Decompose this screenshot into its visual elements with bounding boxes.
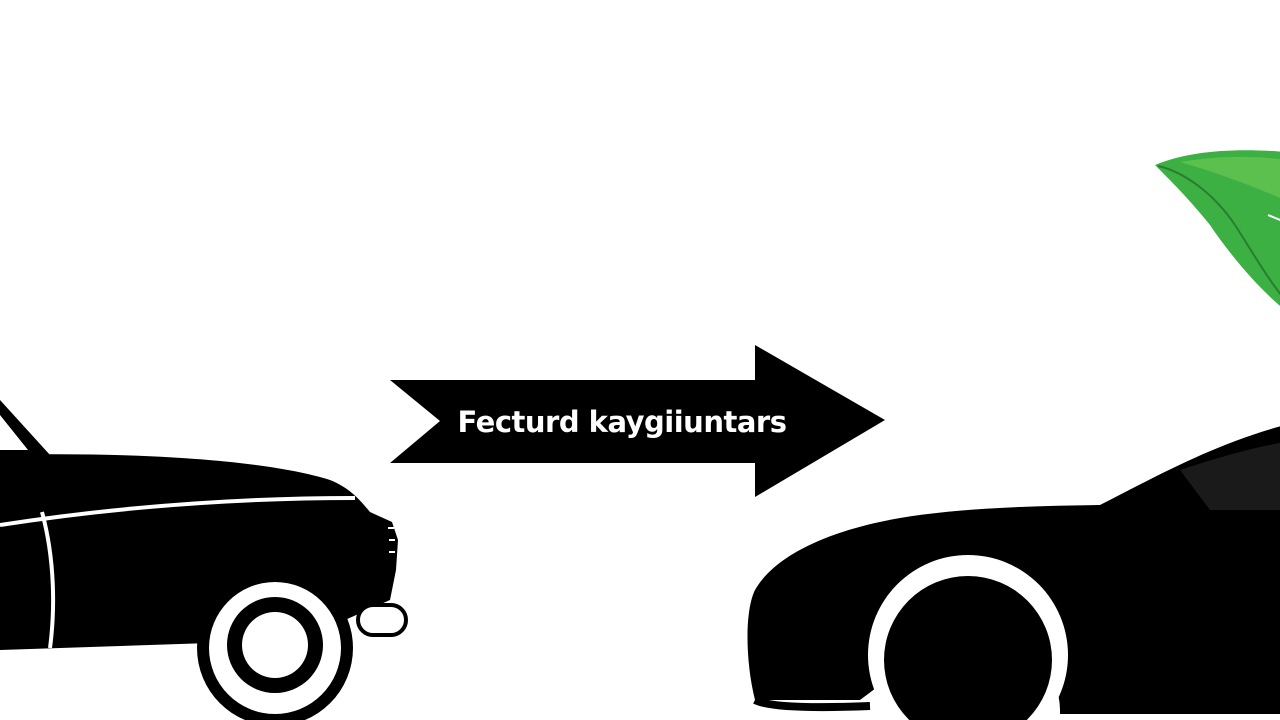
- arrow-label: Fecturd kaygiiuntars: [458, 405, 787, 439]
- vintage-car-icon: [0, 400, 408, 720]
- modern-car-icon: [747, 426, 1280, 720]
- arrow-banner: Fecturd kaygiiuntars: [390, 345, 885, 497]
- leaf-icon: [1155, 150, 1280, 306]
